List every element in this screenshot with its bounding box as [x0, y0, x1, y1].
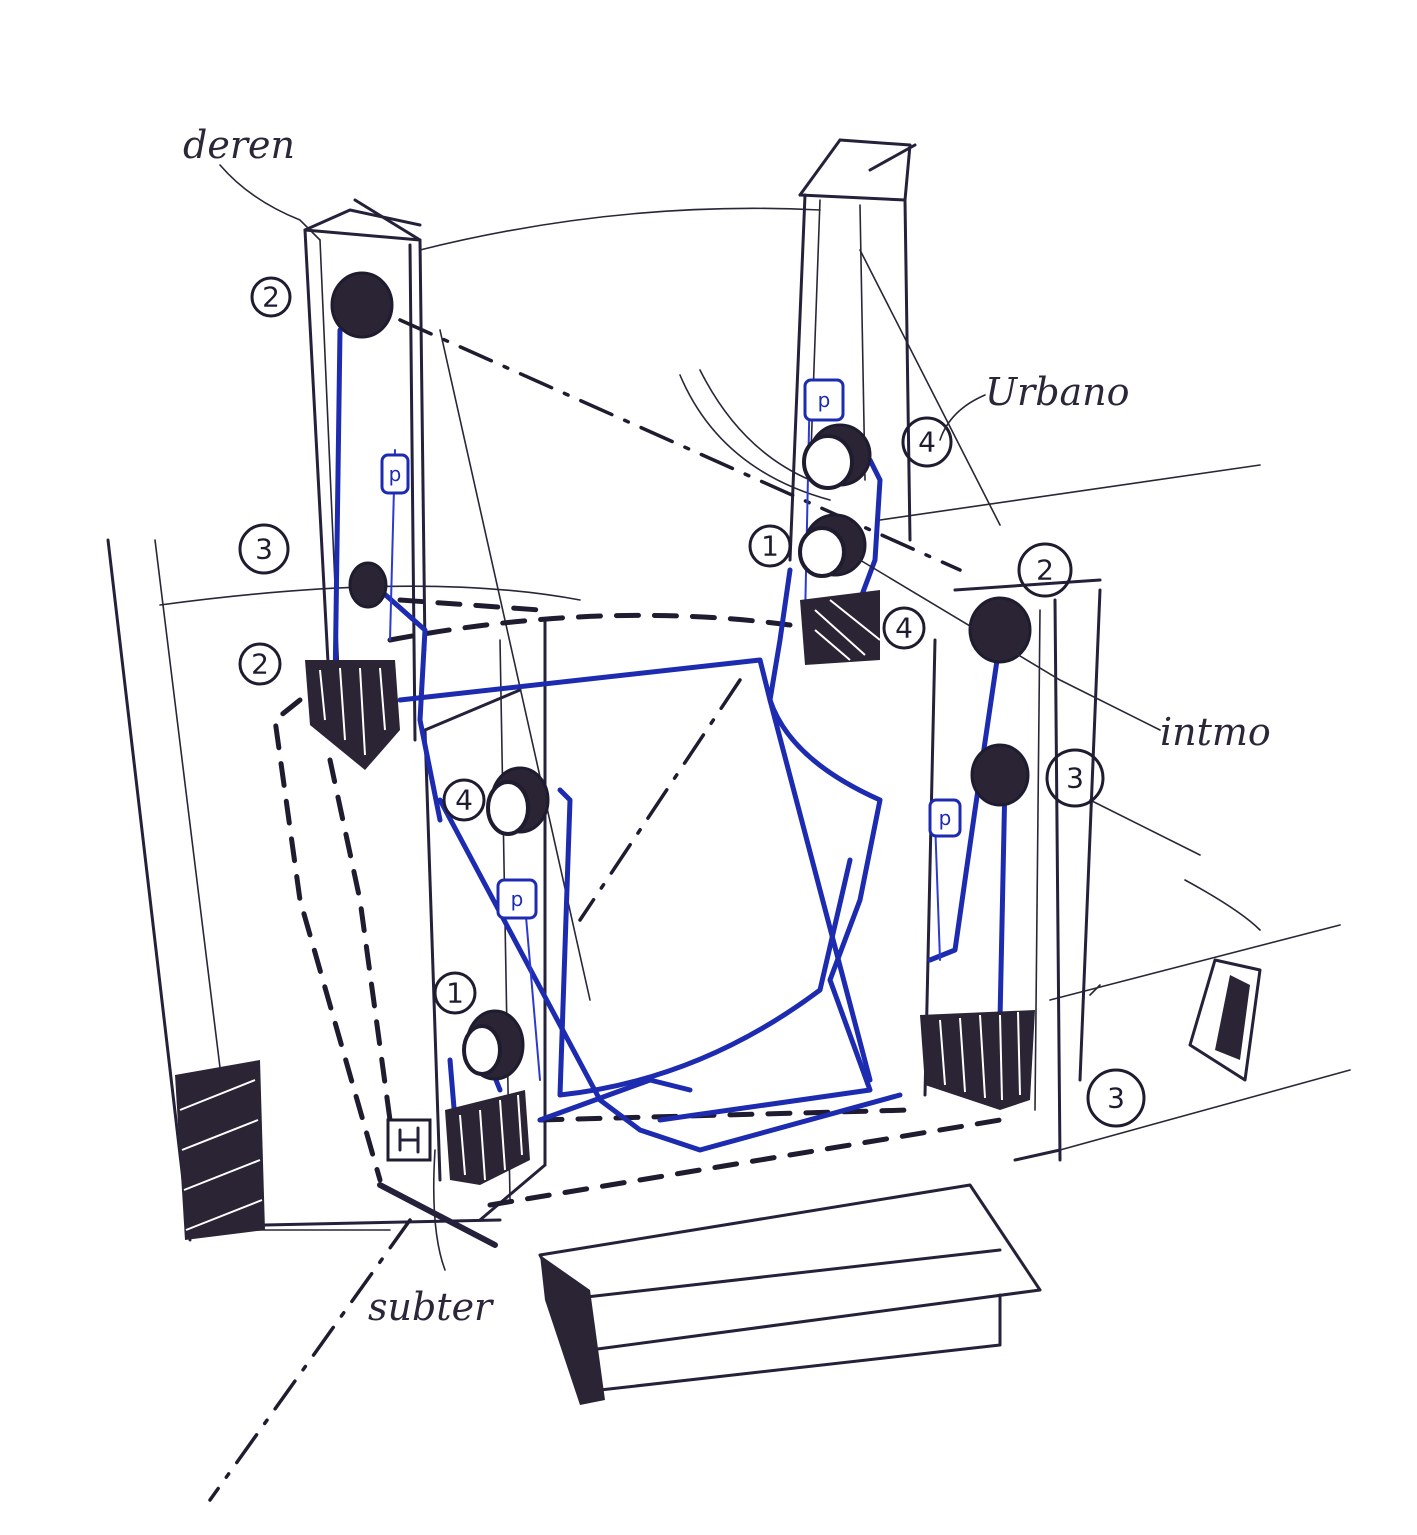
- marker-10: 3: [1086, 1068, 1146, 1128]
- marker-8: 2: [1017, 542, 1073, 598]
- dash-dot-axes: [208, 318, 962, 1502]
- svg-text:3: 3: [1066, 762, 1084, 795]
- svg-text:4: 4: [895, 612, 913, 645]
- marker-9: 3: [1045, 748, 1105, 808]
- socket-left-post: p: [380, 453, 410, 495]
- svg-text:p: p: [939, 806, 952, 830]
- number-markers: 2 3 2 4 1 4 1 4: [238, 276, 1146, 1128]
- socket-front-post: p: [496, 878, 538, 920]
- svg-text:1: 1: [446, 977, 464, 1010]
- label-subter: subter: [368, 1285, 495, 1329]
- lamp-right-low-mid: [970, 743, 1030, 807]
- marker-4: 1: [433, 971, 477, 1015]
- ground-lines: [106, 207, 1351, 1242]
- lamp-front-top: [486, 766, 550, 836]
- svg-text:p: p: [511, 887, 524, 911]
- lamp-right-low-top: [968, 596, 1032, 664]
- label-urbano: Urbano: [985, 370, 1130, 414]
- lamp-left-top: [330, 271, 394, 339]
- label-deren: deren: [183, 123, 295, 167]
- front-left-post: [423, 618, 547, 1222]
- junction-box-front: [445, 1090, 530, 1185]
- marker-2: 2: [238, 642, 282, 686]
- marker-3: 4: [442, 778, 486, 822]
- lamp-right-mid: [798, 513, 867, 578]
- junction-box-right: [800, 590, 881, 665]
- lamps: [330, 271, 1032, 1081]
- label-intmo: intmo: [1160, 710, 1271, 754]
- marker-7: 4: [882, 606, 926, 650]
- bottom-box-marker: [377, 1118, 498, 1248]
- handwritten-labels: deren Urbano intmo subter: [183, 123, 1271, 1329]
- marker-1: 3: [238, 523, 290, 575]
- socket-right-low-post: p: [928, 798, 962, 838]
- svg-text:p: p: [389, 462, 402, 486]
- svg-text:3: 3: [1107, 1082, 1125, 1115]
- svg-text:1: 1: [761, 530, 779, 563]
- lamp-left-mid: [348, 561, 388, 609]
- svg-text:2: 2: [1036, 554, 1054, 587]
- junction-box-right-low: [920, 1010, 1035, 1110]
- marker-5: 4: [901, 416, 953, 468]
- socket-boxes: p p p p: [380, 378, 962, 920]
- lamp-right-top: [802, 423, 872, 490]
- marker-6: 1: [748, 524, 792, 568]
- socket-right-post: p: [803, 378, 845, 422]
- callout-leaders: [219, 164, 1161, 1271]
- svg-text:2: 2: [251, 648, 269, 681]
- junction-box-left: [305, 660, 400, 770]
- svg-text:2: 2: [262, 281, 280, 314]
- marker-0: 2: [250, 276, 292, 318]
- svg-text:3: 3: [255, 533, 273, 566]
- stairs: [538, 1183, 1042, 1405]
- junction-boxes: [305, 590, 1035, 1185]
- svg-text:4: 4: [455, 784, 473, 817]
- right-post: [788, 138, 917, 562]
- lamp-front-bottom: [462, 1009, 525, 1081]
- blue-wiring: [332, 327, 1008, 1153]
- svg-text:4: 4: [918, 426, 936, 459]
- hatched-blocks: [175, 958, 1262, 1240]
- svg-text:p: p: [818, 388, 831, 412]
- right-low-post: [923, 578, 1102, 1162]
